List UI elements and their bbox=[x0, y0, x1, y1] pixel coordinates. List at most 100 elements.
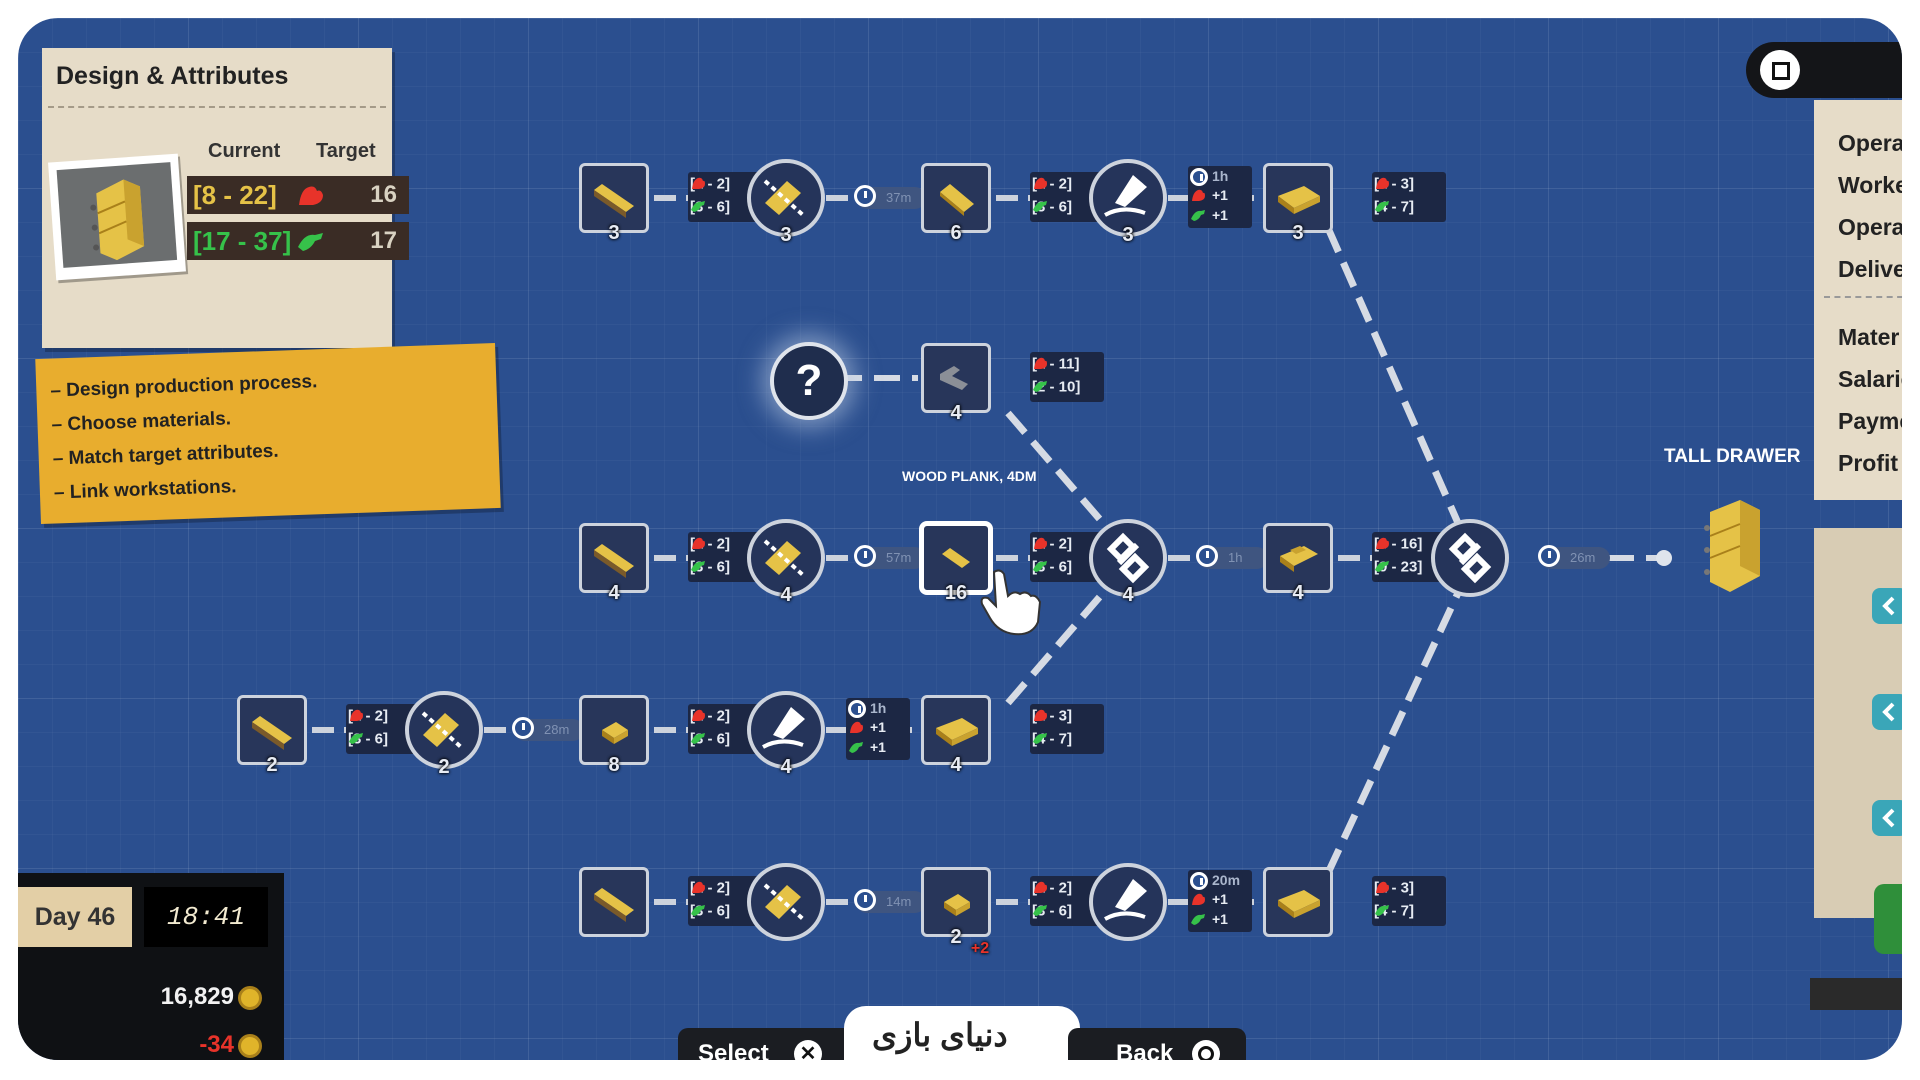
clock-icon bbox=[854, 889, 876, 911]
duration-label: 20m bbox=[1212, 872, 1241, 888]
strength-arm-icon bbox=[692, 709, 705, 721]
skill-hand-icon bbox=[691, 905, 705, 916]
instruction-item: – Choose materials. bbox=[51, 408, 232, 436]
material-slot[interactable] bbox=[921, 523, 991, 593]
quantity-label: 4 bbox=[780, 756, 792, 778]
quantity-label: 4 bbox=[950, 754, 962, 776]
attribute-stats: [1 - 11] [2 - 10] bbox=[1030, 352, 1104, 402]
panel-footer bbox=[1810, 978, 1902, 1010]
material-slot[interactable] bbox=[579, 163, 649, 233]
skill-hand-icon bbox=[691, 733, 705, 744]
strength-arm-icon bbox=[1034, 709, 1047, 721]
workstation-node[interactable] bbox=[747, 863, 825, 941]
strength-range: [1 - 11] bbox=[1032, 355, 1080, 377]
chevron-left-icon bbox=[1882, 702, 1895, 722]
clock-icon bbox=[848, 700, 866, 718]
material-slot[interactable] bbox=[1263, 867, 1333, 937]
material-slot[interactable] bbox=[921, 163, 991, 233]
skill-bonus-value: +1 bbox=[1212, 207, 1228, 223]
skill-range: [2 - 10] bbox=[1032, 378, 1080, 400]
skill-range: [3 - 6] bbox=[1032, 198, 1072, 220]
hand-cursor-icon bbox=[980, 569, 1042, 636]
attribute-row-strength: [8 - 22] 16 bbox=[187, 176, 409, 214]
stop-button[interactable] bbox=[1760, 50, 1800, 90]
material-slot[interactable] bbox=[921, 695, 991, 765]
workstation-node[interactable] bbox=[1089, 519, 1167, 597]
quantity-label: 16 bbox=[944, 582, 968, 604]
panel-item: Opera bbox=[1838, 214, 1902, 240]
workstation-bonus: 1h+1+1 bbox=[846, 698, 910, 760]
skill-range: [4 - 7] bbox=[1032, 730, 1072, 752]
assembly-icon bbox=[1448, 532, 1492, 584]
instruction-item: – Design production process. bbox=[50, 371, 318, 402]
link-line bbox=[1324, 591, 1462, 875]
link-line bbox=[1324, 226, 1462, 525]
strength-arm-icon bbox=[1034, 881, 1047, 893]
attribute-stats: [2 - 3] [4 - 7] bbox=[1030, 704, 1104, 754]
panel-item: Payme bbox=[1838, 408, 1902, 434]
workstation-node[interactable] bbox=[747, 159, 825, 237]
strength-arm-icon bbox=[1376, 177, 1389, 189]
strength-range: [1 - 2] bbox=[1032, 879, 1072, 901]
material-slot[interactable] bbox=[579, 695, 649, 765]
current-range: [17 - 37] bbox=[193, 226, 292, 256]
workstation-node[interactable] bbox=[1431, 519, 1509, 597]
confirm-button[interactable] bbox=[1874, 884, 1902, 954]
material-slot[interactable] bbox=[237, 695, 307, 765]
board-icon bbox=[1278, 186, 1320, 214]
collapse-button[interactable] bbox=[1872, 588, 1902, 624]
strength-range: [2 - 3] bbox=[1374, 175, 1414, 197]
instruction-item: – Link workstations. bbox=[53, 476, 237, 504]
strength-range: [2 - 3] bbox=[1374, 879, 1414, 901]
skill-hand-icon bbox=[349, 733, 363, 744]
material-slot[interactable] bbox=[579, 867, 649, 937]
quantity-label: 3 bbox=[1122, 224, 1134, 246]
coin-icon bbox=[238, 1033, 262, 1058]
quantity-label: 3 bbox=[608, 222, 620, 244]
assembly-icon bbox=[1106, 532, 1150, 584]
back-label: Back bbox=[1116, 1040, 1174, 1060]
workstation-bonus: 1h+1+1 bbox=[1188, 166, 1252, 228]
collapse-button[interactable] bbox=[1872, 800, 1902, 836]
workstation-node[interactable] bbox=[747, 519, 825, 597]
quantity-label: 2 bbox=[950, 926, 962, 948]
skill-range: [4 - 7] bbox=[1374, 902, 1414, 924]
panel-item: Salarie bbox=[1838, 366, 1902, 392]
saw-icon bbox=[421, 711, 463, 749]
collapse-button[interactable] bbox=[1872, 694, 1902, 730]
money-value: 16,829 bbox=[160, 983, 234, 1010]
quantity-label: 3 bbox=[1292, 222, 1304, 244]
skill-range: [3 - 6] bbox=[348, 730, 388, 752]
workstation-node[interactable] bbox=[1089, 159, 1167, 237]
skill-hand-icon bbox=[298, 233, 323, 251]
chevron-left-icon bbox=[1882, 596, 1895, 616]
workstation-node[interactable] bbox=[405, 691, 483, 769]
skill-hand-icon bbox=[1375, 201, 1389, 212]
select-prompt[interactable]: Select ✕ bbox=[678, 1028, 858, 1060]
strength-range: [1 - 2] bbox=[1032, 175, 1072, 197]
side-panel: Opera Worke Opera Deliver Mater Salarie … bbox=[1810, 88, 1902, 1010]
blueprint-board: Design & Attributes Current Target [8 - … bbox=[18, 18, 1902, 1060]
material-slot[interactable] bbox=[921, 867, 991, 937]
long-plank-icon bbox=[594, 184, 634, 218]
strength-arm-icon bbox=[692, 177, 705, 189]
material-slot[interactable] bbox=[1263, 163, 1333, 233]
strength-arm-icon bbox=[1376, 881, 1389, 893]
product-photo bbox=[48, 153, 186, 281]
workstation-node[interactable] bbox=[747, 691, 825, 769]
saw-icon bbox=[763, 179, 805, 217]
workstation-node[interactable] bbox=[1089, 863, 1167, 941]
logo-text: دنیای بازی bbox=[872, 1017, 1008, 1053]
duration-label: 1h bbox=[1228, 550, 1243, 565]
material-slot[interactable] bbox=[921, 343, 991, 413]
back-prompt[interactable]: Back bbox=[1068, 1028, 1246, 1060]
metal-bracket-icon bbox=[940, 366, 968, 390]
skill-range: [3 - 6] bbox=[690, 558, 730, 580]
material-slot[interactable] bbox=[1263, 523, 1333, 593]
instruction-item: – Match target attributes. bbox=[52, 440, 279, 470]
material-slot[interactable] bbox=[579, 523, 649, 593]
unknown-workstation-button[interactable]: ? bbox=[770, 342, 848, 420]
skill-hand-icon bbox=[1033, 733, 1047, 744]
hover-tooltip: WOOD PLANK, 4DM bbox=[902, 468, 1037, 484]
sander-icon bbox=[1104, 175, 1147, 217]
